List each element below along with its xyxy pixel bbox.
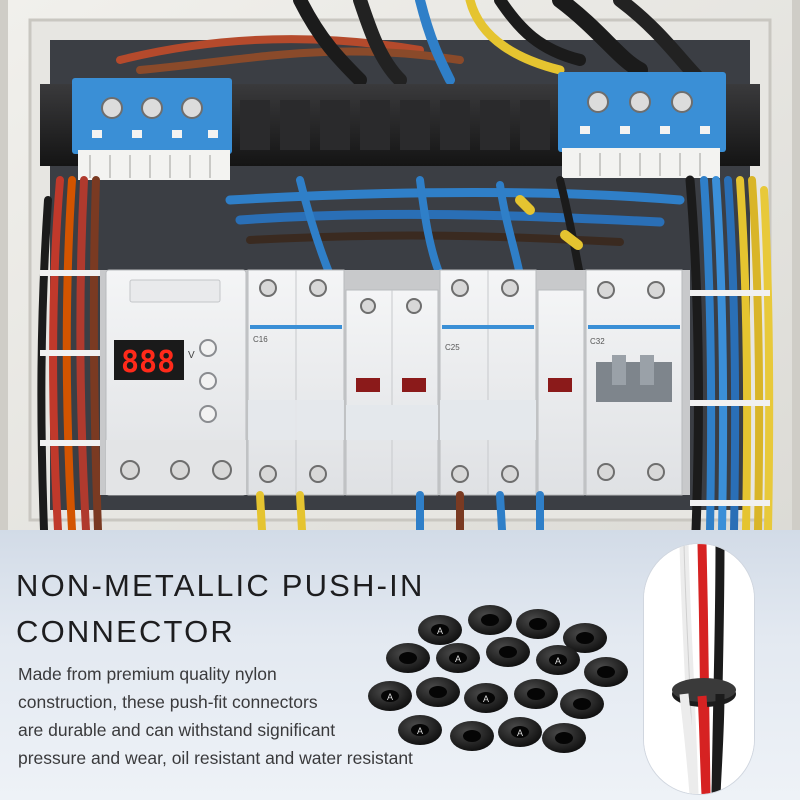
svg-text:A: A bbox=[483, 694, 489, 704]
right-wire-bundle bbox=[685, 175, 774, 530]
description-line-3: are durable and can withstand significan… bbox=[18, 720, 336, 740]
description-line-1: Made from premium quality nylon bbox=[18, 664, 277, 684]
svg-text:A: A bbox=[387, 692, 393, 702]
connector-closeup-inset bbox=[644, 544, 754, 794]
description-line-2: construction, these push-fit connectors bbox=[18, 692, 318, 712]
svg-text:A: A bbox=[517, 728, 523, 738]
svg-text:A: A bbox=[555, 656, 561, 666]
voltage-relay-module: 888 V bbox=[105, 269, 247, 496]
left-wire-bundle bbox=[37, 176, 102, 530]
breaker-toggle bbox=[596, 362, 672, 402]
svg-text:C25: C25 bbox=[445, 343, 460, 352]
meter-digits: 888 bbox=[121, 345, 175, 380]
electrical-panel-photo: 888 V C16 C25 C32 bbox=[0, 0, 800, 530]
product-info-panel: NON-METALLIC PUSH-IN CONNECTOR Made from… bbox=[0, 530, 800, 800]
headline-line-2: CONNECTOR bbox=[16, 614, 236, 649]
right-terminal-block bbox=[558, 72, 726, 178]
svg-text:A: A bbox=[417, 726, 423, 736]
svg-text:A: A bbox=[455, 654, 461, 664]
svg-text:C32: C32 bbox=[590, 337, 605, 346]
description-line-4: pressure and wear, oil resistant and wat… bbox=[18, 748, 413, 768]
left-terminal-block bbox=[72, 78, 232, 180]
svg-text:C16: C16 bbox=[253, 335, 268, 344]
meter-display bbox=[114, 340, 184, 380]
connector-pile-image: A A A A A A A bbox=[368, 605, 628, 753]
svg-text:V: V bbox=[188, 350, 195, 361]
svg-text:A: A bbox=[437, 626, 443, 636]
headline-line-1: NON-METALLIC PUSH-IN bbox=[16, 568, 425, 603]
circuit-breakers: C16 C25 C32 bbox=[247, 269, 683, 496]
